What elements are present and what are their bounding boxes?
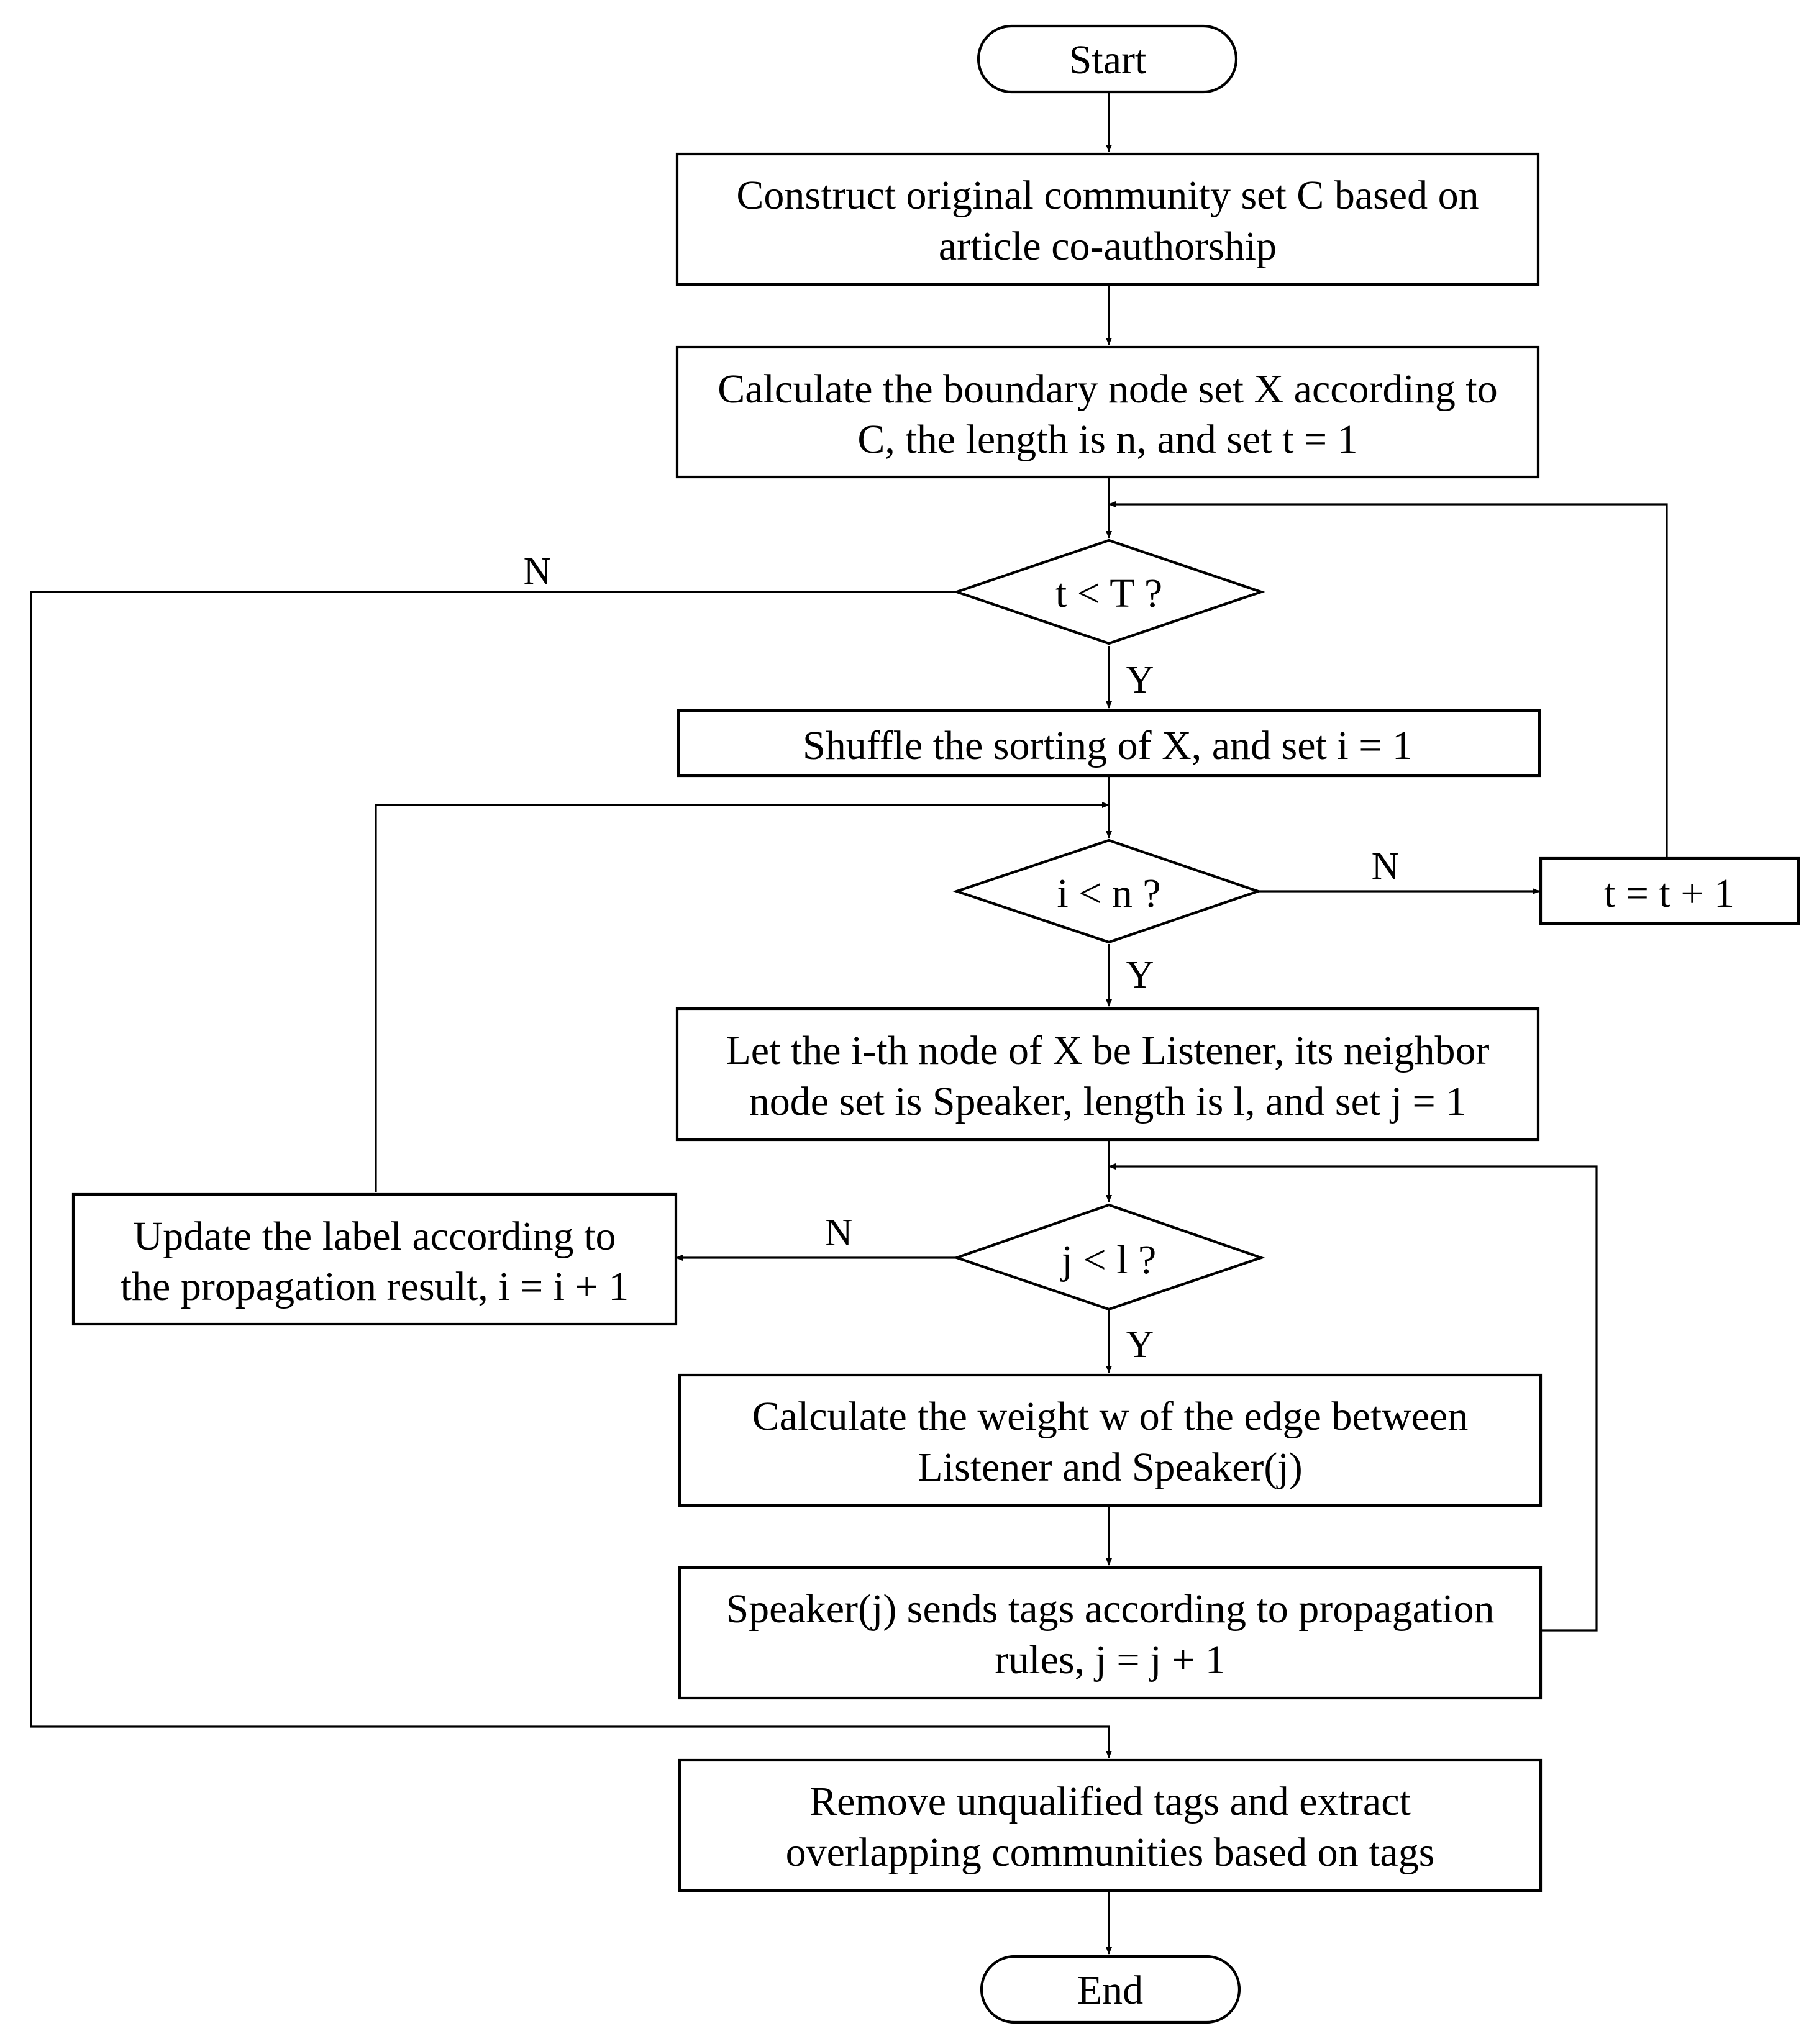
node-cond-j: j < l ? xyxy=(952,1203,1265,1311)
node-construct: Construct original community set C based… xyxy=(675,152,1540,286)
node-construct-line2: article co-authorship xyxy=(939,224,1277,269)
node-construct-line1: Construct original community set C based… xyxy=(736,173,1479,218)
node-shuffle: Shuffle the sorting of X, and set i = 1 xyxy=(677,709,1541,778)
node-remove-line2: overlapping communities based on tags xyxy=(786,1830,1435,1875)
label-i-yes: Y xyxy=(1126,954,1154,996)
connectors xyxy=(30,92,1668,1955)
node-cond-i: i < n ? xyxy=(952,838,1262,944)
node-cond-j-label: j < l ? xyxy=(1060,1237,1157,1283)
node-send-line1: Speaker(j) sends tags according to propa… xyxy=(726,1586,1494,1632)
node-inc-t-label: t = t + 1 xyxy=(1604,871,1734,916)
label-t-no: N xyxy=(524,550,552,593)
node-update-line1: Update the label according to xyxy=(133,1214,616,1259)
edge-inc-t-loop xyxy=(1108,501,1668,858)
node-boundary-line2: C, the length is n, and set t = 1 xyxy=(857,417,1357,462)
node-remove-line1: Remove unqualified tags and extract xyxy=(809,1779,1411,1824)
node-weight-line2: Listener and Speaker(j) xyxy=(918,1445,1302,1490)
label-t-yes: Y xyxy=(1126,659,1154,701)
node-remove: Remove unqualified tags and extract over… xyxy=(678,1758,1543,1892)
node-boundary-line1: Calculate the boundary node set X accord… xyxy=(718,366,1497,412)
edge-cond-t-no-to-remove xyxy=(30,591,1112,1758)
label-j-no: N xyxy=(825,1212,853,1254)
node-listener-line2: node set is Speaker, length is l, and se… xyxy=(749,1079,1467,1124)
node-update-line2: the propagation result, i = i + 1 xyxy=(121,1264,629,1309)
edge-send-loop xyxy=(1108,1163,1598,1632)
node-weight: Calculate the weight w of the edge betwe… xyxy=(678,1373,1543,1507)
node-weight-line1: Calculate the weight w of the edge betwe… xyxy=(752,1394,1469,1439)
node-cond-i-label: i < n ? xyxy=(1057,871,1160,916)
node-shuffle-label: Shuffle the sorting of X, and set i = 1 xyxy=(803,723,1413,768)
node-send: Speaker(j) sends tags according to propa… xyxy=(678,1566,1543,1700)
node-end: End xyxy=(980,1955,1241,2024)
node-boundary: Calculate the boundary node set X accord… xyxy=(675,345,1540,479)
node-start-label: Start xyxy=(1069,37,1147,83)
node-start: Start xyxy=(977,24,1238,94)
node-cond-t: t < T ? xyxy=(952,538,1265,645)
node-send-line2: rules, j = j + 1 xyxy=(995,1637,1225,1683)
label-i-no: N xyxy=(1372,845,1400,888)
node-end-label: End xyxy=(1077,1968,1143,2013)
edge-update-loop xyxy=(375,802,1110,1192)
label-j-yes: Y xyxy=(1126,1324,1154,1366)
node-listener: Let the i-th node of X be Listener, its … xyxy=(675,1007,1540,1142)
node-cond-t-label: t < T ? xyxy=(1055,571,1162,616)
node-listener-line1: Let the i-th node of X be Listener, its … xyxy=(726,1028,1489,1073)
node-update: Update the label according to the propag… xyxy=(71,1192,678,1326)
node-inc-t: t = t + 1 xyxy=(1539,856,1800,925)
